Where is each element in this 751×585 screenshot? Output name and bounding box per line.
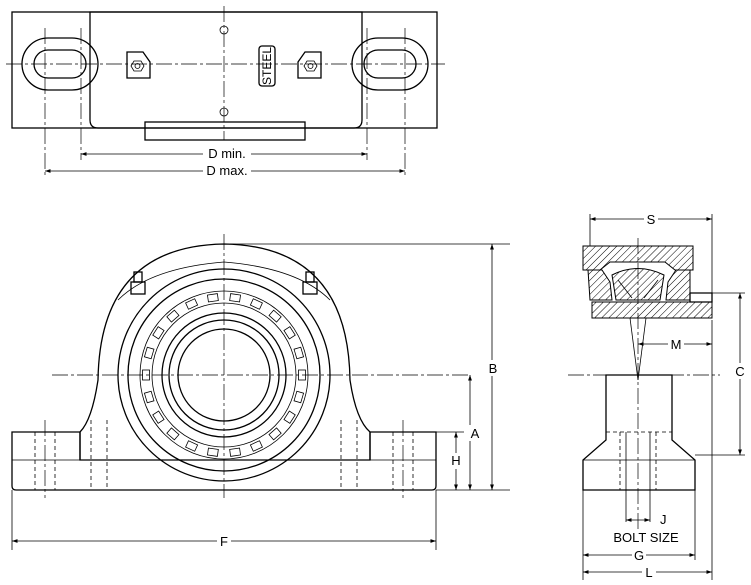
side-view-cap-lower-section-right: [665, 269, 691, 301]
front-view-base: [11, 431, 437, 491]
bearing-roller: [293, 390, 305, 404]
bearing-roller: [283, 326, 296, 340]
bearing-roller: [229, 447, 242, 457]
bearing-roller: [143, 346, 155, 360]
bearing-roller: [166, 309, 180, 323]
dim-d-max-label: D max.: [206, 163, 247, 178]
bearing-roller: [152, 326, 165, 340]
roller-line: [617, 279, 633, 299]
top-view-housing-body: [89, 11, 363, 129]
front-left-grease-fitting-icon: [130, 271, 146, 295]
bearing-roller: [206, 293, 219, 303]
bearing-roller: [152, 410, 165, 424]
roller-line-2: [643, 279, 659, 299]
front-right-grease-fitting-icon: [302, 271, 318, 295]
bearing-roller: [185, 298, 199, 310]
dim-s-label: S: [647, 212, 656, 227]
left-grease-fitting-icon: [126, 51, 151, 79]
front-view-housing: [79, 243, 371, 460]
dim-l-label: L: [645, 565, 652, 580]
bearing-roller: [283, 410, 296, 424]
bearing-roller: [229, 293, 242, 303]
bearing-roller: [268, 309, 282, 323]
steel-badge: [258, 45, 276, 87]
steel-badge-label: STEEL: [260, 47, 274, 85]
bearing-roller: [143, 390, 155, 404]
front-view: B A H F: [11, 234, 510, 550]
bearing-roller: [293, 346, 305, 360]
side-view-split-section: [591, 301, 713, 319]
dim-h-label: H: [451, 453, 460, 468]
bearing-roller: [249, 298, 263, 310]
side-view-pedestal: [582, 374, 696, 491]
top-view-small-hole-upper: [219, 25, 229, 35]
side-view-collar: [689, 292, 713, 303]
bearing-roller: [268, 427, 282, 441]
side-view: S M C J BOLT SIZE G L: [568, 211, 747, 580]
side-view-load-line: [629, 317, 639, 381]
bearing-roller: [249, 440, 263, 452]
bearing-roller: [206, 447, 219, 457]
dim-m-label: M: [671, 337, 682, 352]
top-view-small-hole-lower: [219, 107, 229, 117]
dim-b-label: B: [489, 361, 498, 376]
dim-f-label: F: [220, 534, 228, 549]
top-view-base-outline: [11, 11, 438, 129]
dim-a-label: A: [471, 426, 480, 441]
right-grease-fitting-icon: [297, 51, 322, 79]
side-view-load-line-2: [637, 317, 647, 381]
dim-c-label: C: [735, 364, 744, 379]
bearing-roller: [166, 427, 180, 441]
bearing-roller: [185, 440, 199, 452]
bolt-size-label: BOLT SIZE: [613, 530, 679, 545]
top-view: STEEL D min. D max.: [6, 6, 445, 178]
side-view-cap-lower-section: [587, 269, 613, 301]
dim-g-label: G: [634, 548, 644, 563]
dim-d-min-label: D min.: [208, 146, 246, 161]
top-view-shaft-step: [144, 121, 306, 141]
dim-j-label: J: [660, 512, 667, 527]
